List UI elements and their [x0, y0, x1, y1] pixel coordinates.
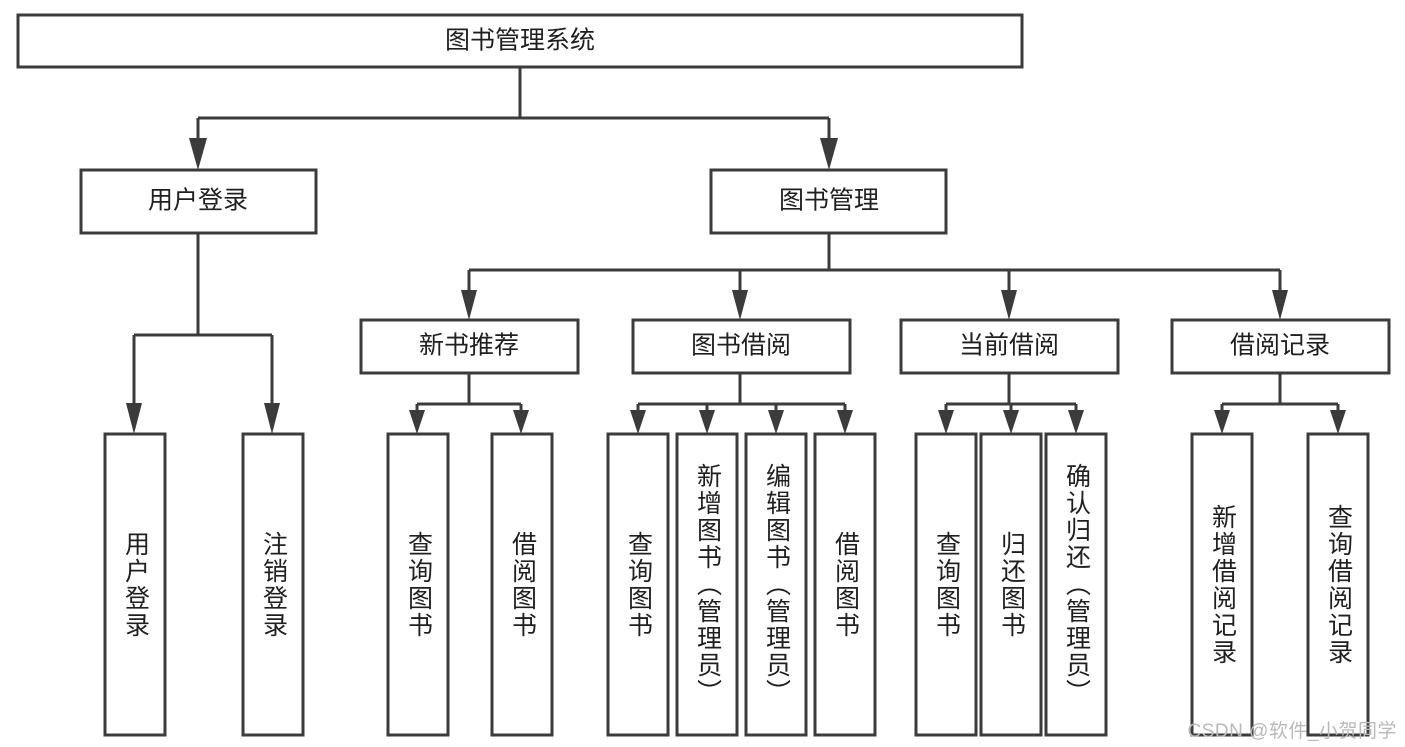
node-user-login-label: 用户登录: [148, 187, 248, 215]
leaf-user-login-1[interactable]: [241, 432, 305, 737]
arrow-head-icon: [1068, 410, 1084, 434]
arrow-head-icon: [1003, 410, 1019, 434]
node-root[interactable]: [16, 13, 1024, 69]
leaf-book-borrow-1[interactable]: [675, 432, 739, 737]
leaf-new-book-rec-1[interactable]: [490, 432, 554, 737]
connector-group-current-borrow: [938, 373, 1084, 434]
node-book-borrow[interactable]: [631, 318, 852, 375]
connector-group-new-book-rec: [409, 373, 529, 434]
arrow-head-icon: [513, 410, 529, 434]
leaf-new-book-rec-0[interactable]: [386, 432, 450, 737]
arrow-head-icon: [768, 410, 784, 434]
arrow-head-icon: [409, 410, 425, 434]
connector-group-root: [189, 67, 838, 170]
connector-group-book-borrow: [630, 373, 853, 434]
node-new-book-rec-label: 新书推荐: [419, 332, 519, 360]
arrow-head-icon: [1214, 410, 1230, 434]
node-current-borrow-label: 当前借阅: [959, 332, 1059, 360]
node-root-label: 图书管理系统: [445, 27, 595, 55]
leaf-borrow-record-0[interactable]: [1190, 432, 1254, 737]
node-book-manage-label: 图书管理: [779, 187, 879, 215]
node-current-borrow[interactable]: [899, 318, 1120, 375]
arrow-head-icon: [938, 410, 954, 434]
leaf-book-borrow-2[interactable]: [744, 432, 808, 737]
arrow-head-icon: [189, 138, 207, 170]
arrow-head-icon: [264, 403, 280, 434]
leaf-book-borrow-0[interactable]: [606, 432, 670, 737]
arrow-head-icon: [1272, 290, 1288, 320]
arrow-head-icon: [732, 290, 748, 320]
node-user-login[interactable]: [79, 168, 318, 235]
leaf-current-borrow-1[interactable]: [979, 432, 1043, 737]
leaf-current-borrow-2[interactable]: [1044, 432, 1108, 737]
arrow-head-icon: [1330, 410, 1346, 434]
node-borrow-record[interactable]: [1170, 318, 1391, 375]
node-book-borrow-label: 图书借阅: [691, 332, 791, 360]
connector-group-book-manage: [461, 233, 1288, 320]
arrow-head-icon: [461, 290, 477, 320]
leaf-current-borrow-0[interactable]: [914, 432, 978, 737]
connector-group-borrow-record: [1214, 373, 1346, 434]
leaf-user-login-0[interactable]: [103, 432, 167, 737]
leaf-borrow-record-1[interactable]: [1306, 432, 1370, 737]
node-new-book-rec[interactable]: [359, 318, 580, 375]
node-book-manage[interactable]: [709, 168, 948, 235]
watermark: CSDN @软件_小贺同学: [1187, 721, 1397, 742]
arrow-head-icon: [1001, 290, 1017, 320]
node-borrow-record-label: 借阅记录: [1230, 332, 1330, 360]
connector-group-user-login: [126, 233, 280, 434]
arrow-head-icon: [820, 138, 838, 170]
arrow-head-icon: [699, 410, 715, 434]
arrow-head-icon: [837, 410, 853, 434]
arrow-head-icon: [126, 403, 142, 434]
leaf-book-borrow-3[interactable]: [813, 432, 877, 737]
arrow-head-icon: [630, 410, 646, 434]
